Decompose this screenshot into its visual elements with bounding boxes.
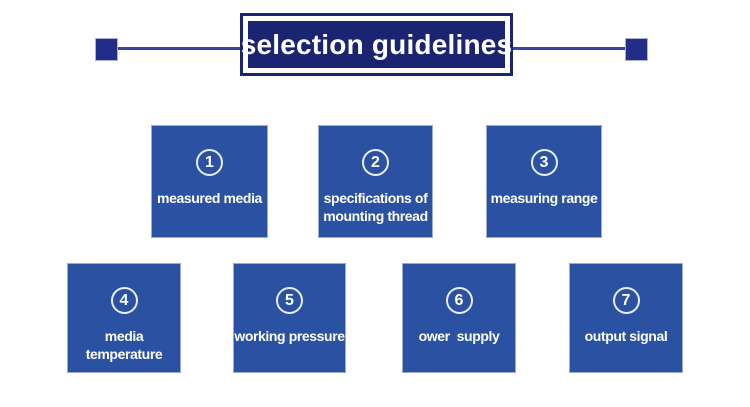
guideline-label-7: output signal: [584, 328, 668, 344]
circled-number-4: 4: [110, 287, 138, 314]
circled-number-7: 7: [612, 287, 640, 314]
guideline-box-5: 5 working pressure: [233, 263, 346, 373]
guideline-box-1: 1 measured media: [151, 125, 268, 238]
guideline-label-1: measured media: [157, 190, 262, 206]
guideline-label-6: ower supply: [418, 328, 500, 344]
circled-number-3: 3: [530, 149, 558, 176]
guideline-box-4: 4 media temperature: [67, 263, 181, 373]
circled-number-2: 2: [362, 149, 389, 176]
guideline-box-3: 3 measuring range: [486, 125, 602, 238]
circled-number-6: 6: [445, 287, 473, 314]
right-connector-line: [511, 47, 627, 50]
guideline-box-2: 2 specifications of mounting thread: [318, 125, 433, 238]
left-end-square: [95, 38, 118, 61]
guideline-box-7: 7 output signal: [569, 263, 683, 373]
guideline-box-6: 6 ower supply: [402, 263, 516, 373]
guideline-label-3: measuring range: [490, 190, 598, 206]
title-banner-fill: selection guidelines: [241, 21, 512, 68]
page-title: selection guidelines: [240, 28, 513, 60]
guideline-label-4: media temperature: [85, 328, 163, 362]
right-end-square: [625, 38, 648, 61]
left-connector-line: [116, 47, 242, 50]
guideline-label-2: specifications of mounting thread: [323, 190, 428, 224]
title-banner: selection guidelines: [240, 13, 513, 76]
circled-number-1: 1: [196, 149, 223, 176]
circled-number-5: 5: [276, 287, 303, 314]
guideline-label-5: working pressure: [234, 328, 345, 344]
